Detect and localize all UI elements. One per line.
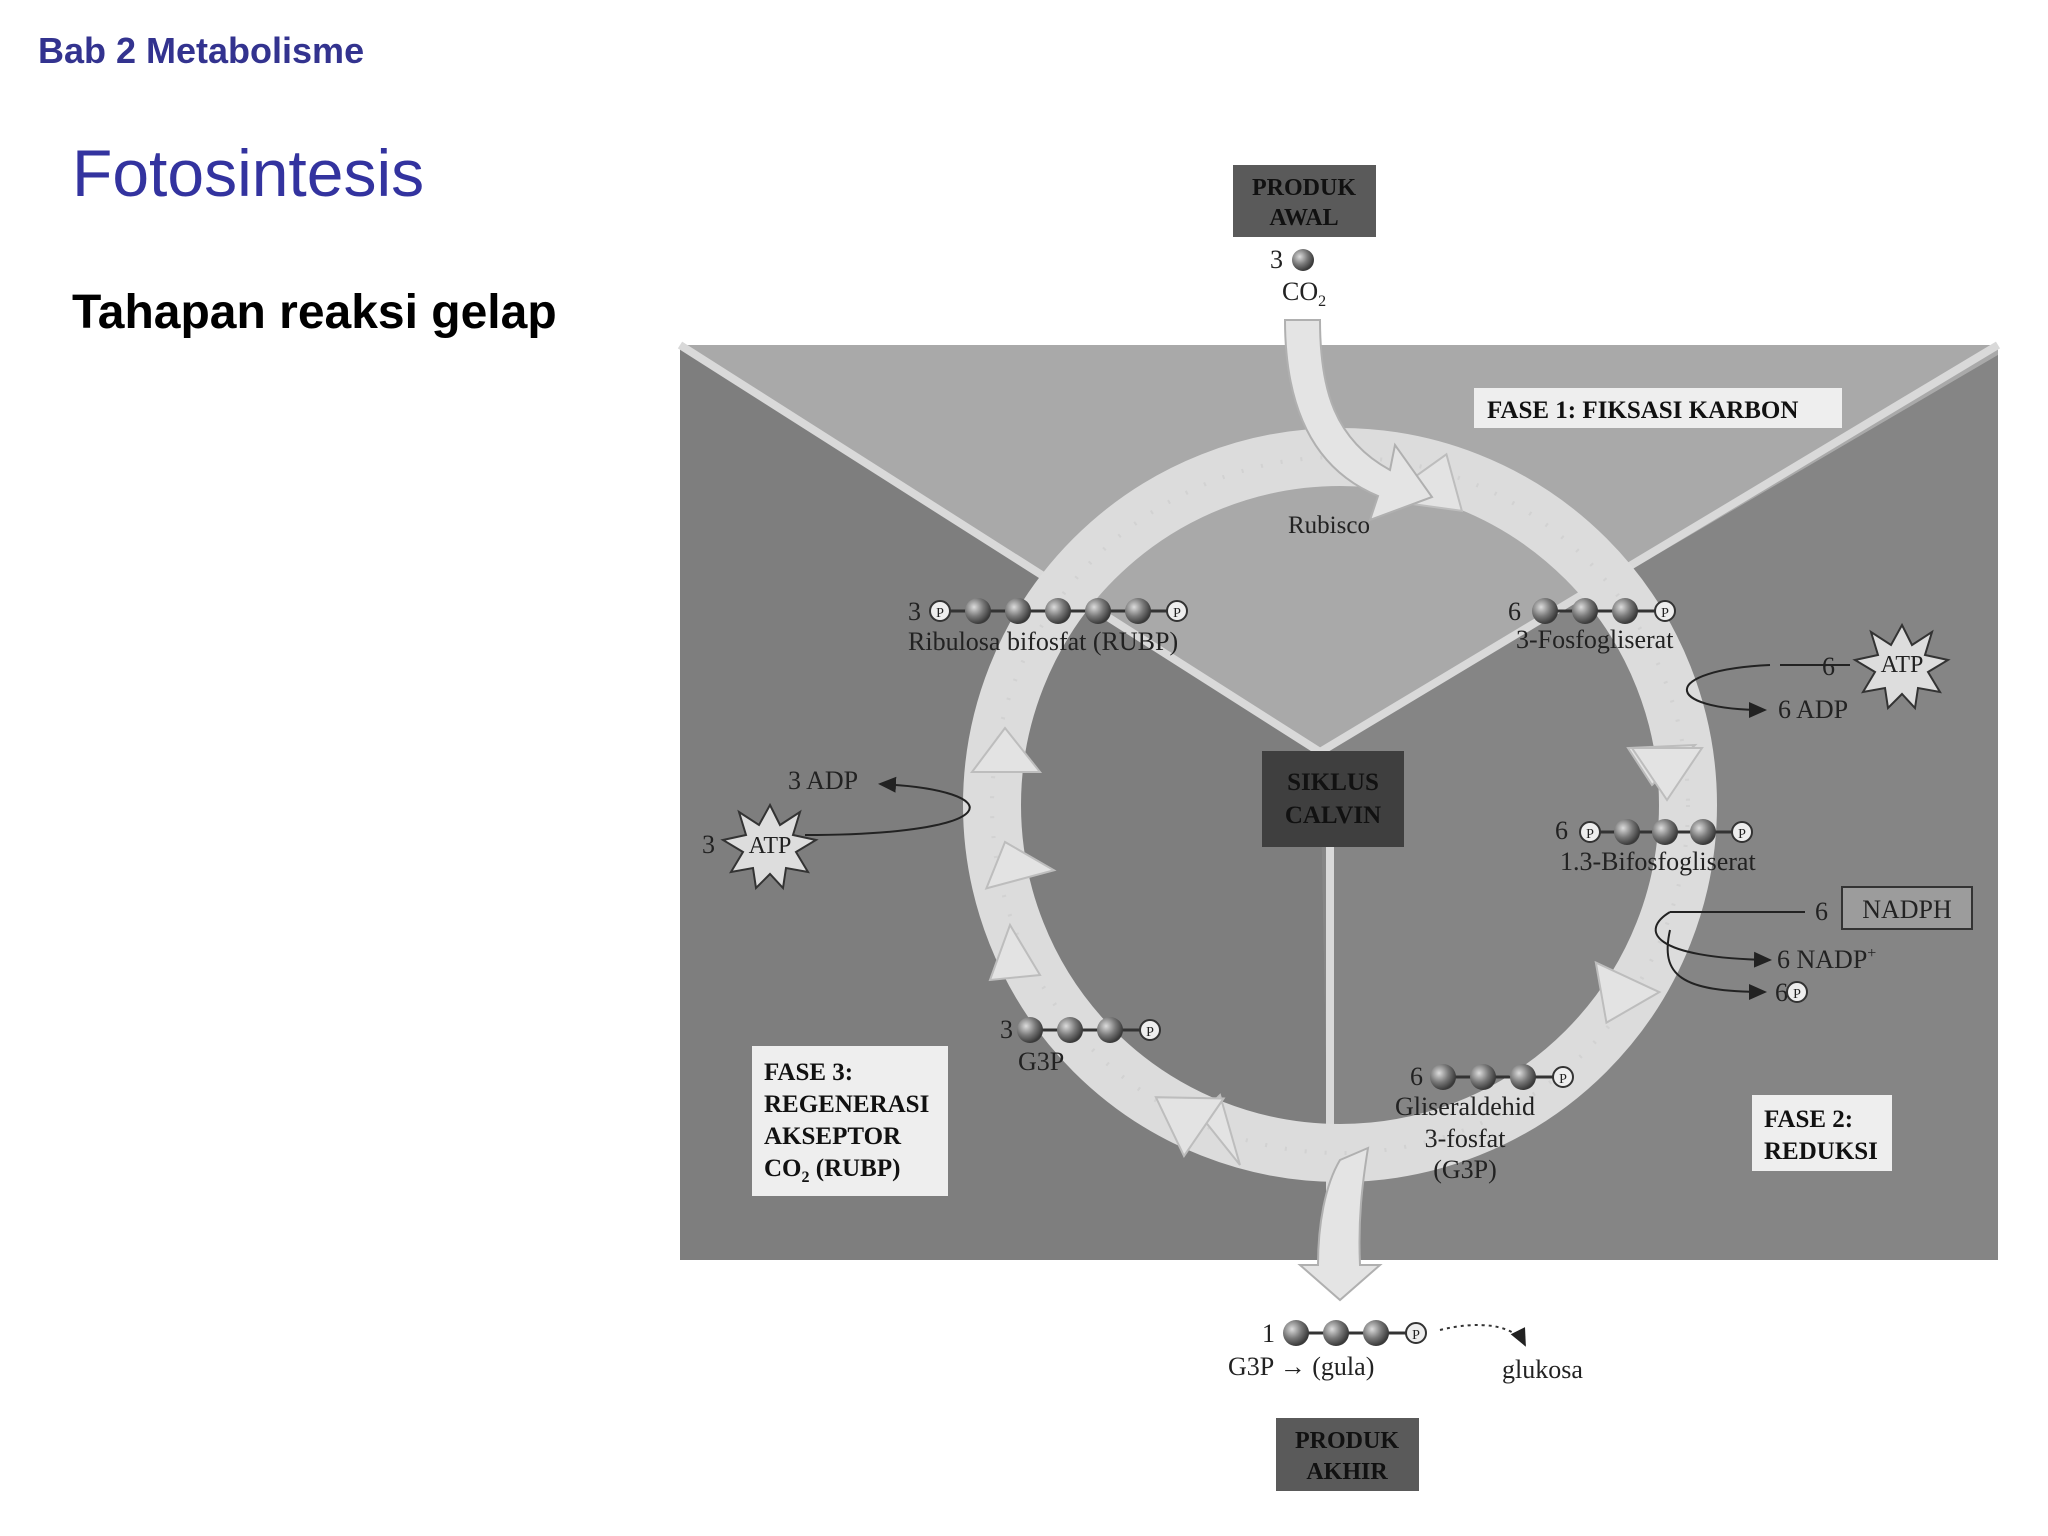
svg-text:P: P [1738,827,1746,842]
svg-text:CO2: CO2 [1282,277,1326,310]
svg-text:FASE 2:: FASE 2: [1764,1106,1853,1133]
final-product-box: PRODUK AKHIR [1276,1418,1419,1491]
pga-molecule: 6 P 3-Fosfogliserat [1508,597,1676,654]
adp-left-label: 3 ADP [788,766,858,795]
svg-text:6: 6 [1508,597,1521,626]
svg-text:REGENERASI: REGENERASI [764,1091,929,1118]
carbon-ball [1292,249,1314,271]
svg-text:AWAL: AWAL [1269,205,1338,231]
svg-text:NADPH: NADPH [1862,895,1952,924]
svg-text:PRODUK: PRODUK [1295,1428,1399,1454]
co2-input: 3 CO2 [1270,245,1326,310]
nadph: 6 NADPH [1670,886,1973,930]
atp-starburst-icon [1852,622,1951,711]
glucose-label: glukosa [1502,1355,1583,1384]
svg-text:3: 3 [1000,1015,1013,1044]
svg-text:3: 3 [908,597,921,626]
chapter-heading: Bab 2 Metabolisme [38,30,365,71]
svg-text:FASE 3:: FASE 3: [764,1059,853,1086]
svg-text:1: 1 [1262,1319,1275,1348]
svg-text:P: P [1559,1072,1567,1087]
phase1-label: FASE 1: FIKSASI KARBON [1474,388,1842,428]
svg-text:3: 3 [1270,245,1283,274]
adp-right-label: 6 ADP [1778,695,1848,724]
output-molecule: 1 P G3P → (gula) [1228,1319,1427,1381]
slide-title: Fotosintesis [72,136,425,210]
atp-to-adp-arrow-left [804,776,971,836]
svg-text:ATP: ATP [1881,652,1924,678]
svg-text:P: P [1661,606,1669,621]
svg-text:REDUKSI: REDUKSI [1764,1138,1878,1165]
svg-text:G3P → (gula): G3P → (gula) [1228,1352,1374,1381]
svg-text:Ribulosa bifosfat (RUBP): Ribulosa bifosfat (RUBP) [908,627,1178,656]
svg-text:Gliseraldehid: Gliseraldehid [1395,1092,1535,1121]
svg-text:P: P [936,606,944,621]
svg-text:P: P [1146,1025,1154,1040]
svg-text:6: 6 [1410,1062,1423,1091]
initial-product-box: PRODUK AWAL [1233,165,1376,237]
calvin-cycle-center: SIKLUS CALVIN [1262,751,1404,847]
svg-text:3-fosfat: 3-fosfat [1425,1124,1507,1153]
bpg-molecule: 6 P P 1.3-Bifosfogliserat [1555,816,1756,876]
svg-text:CO2 (RUBP): CO2 (RUBP) [764,1155,900,1186]
atp-starburst-icon [720,802,819,891]
to-glucose-arrow [1439,1324,1526,1347]
atp-to-adp-arrow-right [1685,664,1771,718]
phosphate-output: 6 P [1775,978,1808,1007]
svg-text:G3P: G3P [1018,1047,1064,1076]
svg-text:SIKLUS: SIKLUS [1287,769,1379,796]
slide-subtitle: Tahapan reaksi gelap [72,286,557,339]
svg-text:FASE 1: FIKSASI KARBON: FASE 1: FIKSASI KARBON [1487,397,1798,424]
svg-text:(G3P): (G3P) [1433,1155,1497,1184]
svg-text:P: P [1586,827,1594,842]
svg-text:6: 6 [1815,897,1828,926]
output-arrow [1297,1146,1383,1302]
svg-text:1.3-Bifosfogliserat: 1.3-Bifosfogliserat [1560,847,1756,876]
atp-right: 6 ATP [1780,622,1951,711]
svg-text:P: P [1793,987,1801,1002]
phosphate-release-arrow [1666,929,1767,1000]
svg-text:P: P [1173,606,1181,621]
nadph-to-nadp-arrow [1654,911,1772,968]
svg-text:3: 3 [702,830,715,859]
rubp-molecule: 3 P P Ribulosa bifosfat (RUBP) [908,597,1188,656]
co2-input-arrow [1283,319,1434,522]
phase2-label: FASE 2: REDUKSI [1752,1095,1892,1171]
nadp-label: 6 NADP+ [1777,945,1876,974]
svg-text:ATP: ATP [749,833,792,859]
svg-text:6: 6 [1775,978,1788,1007]
svg-text:AKSEPTOR: AKSEPTOR [764,1123,902,1150]
svg-text:AKHIR: AKHIR [1306,1459,1388,1485]
phase1-sector [680,345,1998,752]
svg-text:CALVIN: CALVIN [1285,802,1381,829]
atp-left: 3 ATP [702,802,819,891]
svg-text:P: P [1412,1328,1420,1343]
rubisco-label: Rubisco [1288,512,1370,539]
svg-text:6: 6 [1822,652,1835,681]
svg-text:6: 6 [1555,816,1568,845]
phase3-label: FASE 3: REGENERASI AKSEPTOR CO2 (RUBP) [752,1046,948,1196]
svg-text:PRODUK: PRODUK [1252,175,1356,201]
g3p-left-molecule: 3 P G3P [1000,1015,1161,1076]
svg-text:3-Fosfogliserat: 3-Fosfogliserat [1516,625,1674,654]
g3p-right-molecule: 6 P Gliseraldehid 3-fosfat (G3P) [1395,1062,1574,1184]
